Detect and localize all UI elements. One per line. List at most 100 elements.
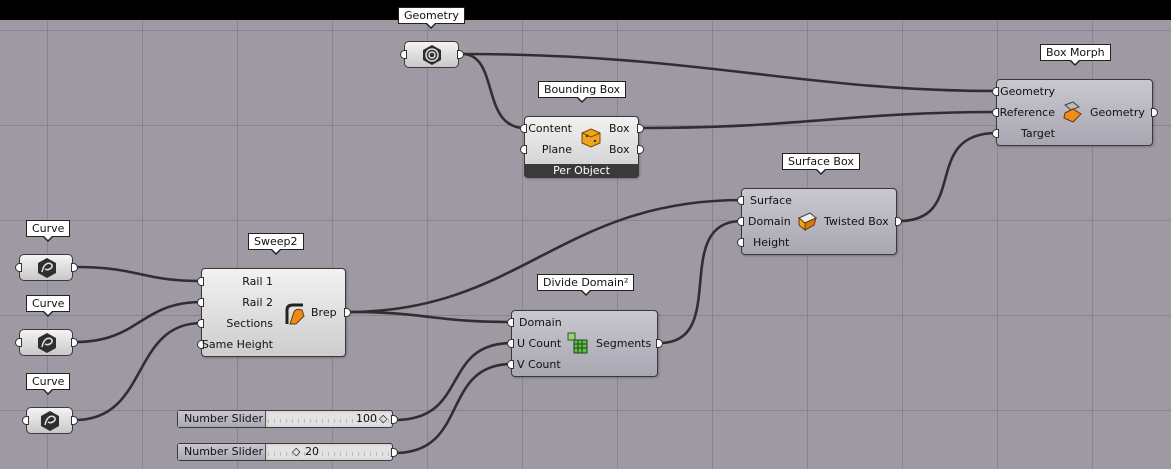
sweep2-output-port[interactable] [344,308,351,317]
surface-box-surface-port[interactable] [737,196,744,205]
surface-box-input-surface: Surface [750,194,792,207]
divide-domain-output-segments: Segments [596,337,652,350]
surface-box-tag: Surface Box [782,153,860,175]
surface-box-height-port[interactable] [737,238,744,247]
box-morph-output-geometry: Geometry [1090,106,1145,119]
wire-bbox-to-reference [640,110,999,130]
geometry-param-icon [423,45,441,65]
surface-box-output-port[interactable] [895,217,902,226]
divide-domain-input-ucount: U Count [517,337,562,350]
curve-3-input-port[interactable] [22,416,29,425]
number-slider-1-name: Number Slider [178,411,266,427]
curve-param-3[interactable] [22,407,78,434]
wire-slider2-to-vcount [393,362,514,455]
box-morph-component[interactable]: Geometry Reference Target Geometry [992,79,1158,146]
wire-curve1-to-rail1 [73,265,204,283]
bounding-box-footer[interactable]: Per Object [524,164,639,178]
divide-domain-input-vcount: V Count [517,358,561,371]
bounding-box-tag: Bounding Box [538,81,627,103]
divide-domain-component[interactable]: Domain U Count V Count Segments [507,310,663,377]
bounding-box-input-plane: Plane [541,143,572,156]
sweep2-same-height-port[interactable] [197,340,204,349]
number-slider-1-value: 100 [356,412,377,425]
divide-domain-ucount-port[interactable] [507,339,514,348]
number-slider-1[interactable]: Number Slider 100 ◇ [177,410,398,428]
number-slider-1-track[interactable] [268,413,390,425]
number-slider-2-track[interactable] [268,446,390,458]
box-morph-geometry-port[interactable] [992,87,999,96]
number-slider-2-name: Number Slider [178,444,266,460]
bounding-box-input-content: Content [528,122,572,135]
bounding-box-box-port-2[interactable] [637,145,644,154]
bounding-box-icon [581,128,601,148]
box-morph-target-port[interactable] [992,129,999,138]
box-morph-input-target: Target [1020,127,1055,140]
box-morph-output-port[interactable] [1151,108,1158,117]
curve-param-2[interactable] [15,329,78,356]
wire-slider1-to-ucount [393,341,514,422]
curve-1-input-port[interactable] [15,263,22,272]
surface-box-input-height: Height [753,236,790,249]
number-slider-2-output-port[interactable] [391,448,398,457]
box-morph-input-geometry: Geometry [1000,85,1055,98]
box-morph-tag: Box Morph [1040,44,1111,66]
curve-3-tag: Curve [26,373,71,395]
wire-brep-to-surface [346,198,744,314]
wire-brep-to-domain [346,310,514,324]
sweep2-component[interactable]: Rail 1 Rail 2 Sections Same Height Brep [197,268,351,357]
divide-domain-tag: Divide Domain² [537,274,635,296]
bounding-box-plane-port[interactable] [520,145,527,154]
curve-3-output-port[interactable] [71,416,78,425]
curve-param-icon [41,411,59,431]
sweep2-rail2-port[interactable] [197,298,204,307]
wire-geometry-to-content [460,52,527,130]
geometry-param-input-port[interactable] [400,50,407,59]
surface-box-domain-port[interactable] [737,217,744,226]
box-morph-icon [1063,101,1082,123]
bounding-box-component[interactable]: Content Plane Box Box Per Object [520,116,644,178]
surface-box-output-twisted-box: Twisted Box [824,215,889,228]
number-slider-1-output-port[interactable] [391,415,398,424]
bounding-box-output-box-1: Box [609,122,630,135]
divide-domain-icon [567,332,588,354]
curve-param-1[interactable] [15,254,78,281]
wire-curve3-to-sections [73,321,204,422]
box-morph-input-reference: Reference [999,106,1055,119]
sweep2-sections-port[interactable] [197,319,204,328]
divide-domain-vcount-port[interactable] [507,360,514,369]
wire-segments-to-domain [658,219,744,345]
sweep2-input-sections: Sections [226,317,273,330]
curve-2-input-port[interactable] [15,338,22,347]
divide-domain-input-domain: Domain [519,316,562,329]
bounding-box-content-port[interactable] [520,124,527,133]
sweep2-output-brep: Brep [311,306,337,319]
surface-box-input-domain: Domain [748,215,791,228]
divide-domain-domain-port[interactable] [507,318,514,327]
surface-box-component[interactable]: Surface Domain Height Twisted Box [737,188,902,255]
geometry-param-output-port[interactable] [457,50,464,59]
title-bar [0,0,1171,20]
number-slider-2-value: 20 [305,445,319,458]
sweep2-tag: Sweep2 [248,233,304,255]
grasshopper-canvas[interactable] [0,20,1171,469]
geometry-param[interactable] [400,41,464,68]
sweep2-input-rail1: Rail 1 [242,275,273,288]
bounding-box-output-box-2: Box [609,143,630,156]
curve-param-icon [38,258,56,278]
bounding-box-box-port-1[interactable] [637,124,644,133]
sweep2-input-same-height: Same Height [201,338,273,351]
wire-geometry-to-boxmorph [460,52,999,93]
sweep2-input-rail2: Rail 2 [242,296,273,309]
number-slider-2-grip[interactable]: ◇ [292,445,301,458]
wire-surfacebox-to-target [897,131,999,223]
sweep2-rail1-port[interactable] [197,277,204,286]
curve-1-tag: Curve [26,220,71,242]
curve-2-output-port[interactable] [71,338,78,347]
box-morph-reference-port[interactable] [992,108,999,117]
curve-1-output-port[interactable] [71,263,78,272]
number-slider-2[interactable]: Number Slider ◇ 20 [177,443,398,461]
wire-curve2-to-rail2 [73,300,204,344]
number-slider-1-grip[interactable]: ◇ [379,412,388,425]
divide-domain-output-port[interactable] [656,339,663,348]
